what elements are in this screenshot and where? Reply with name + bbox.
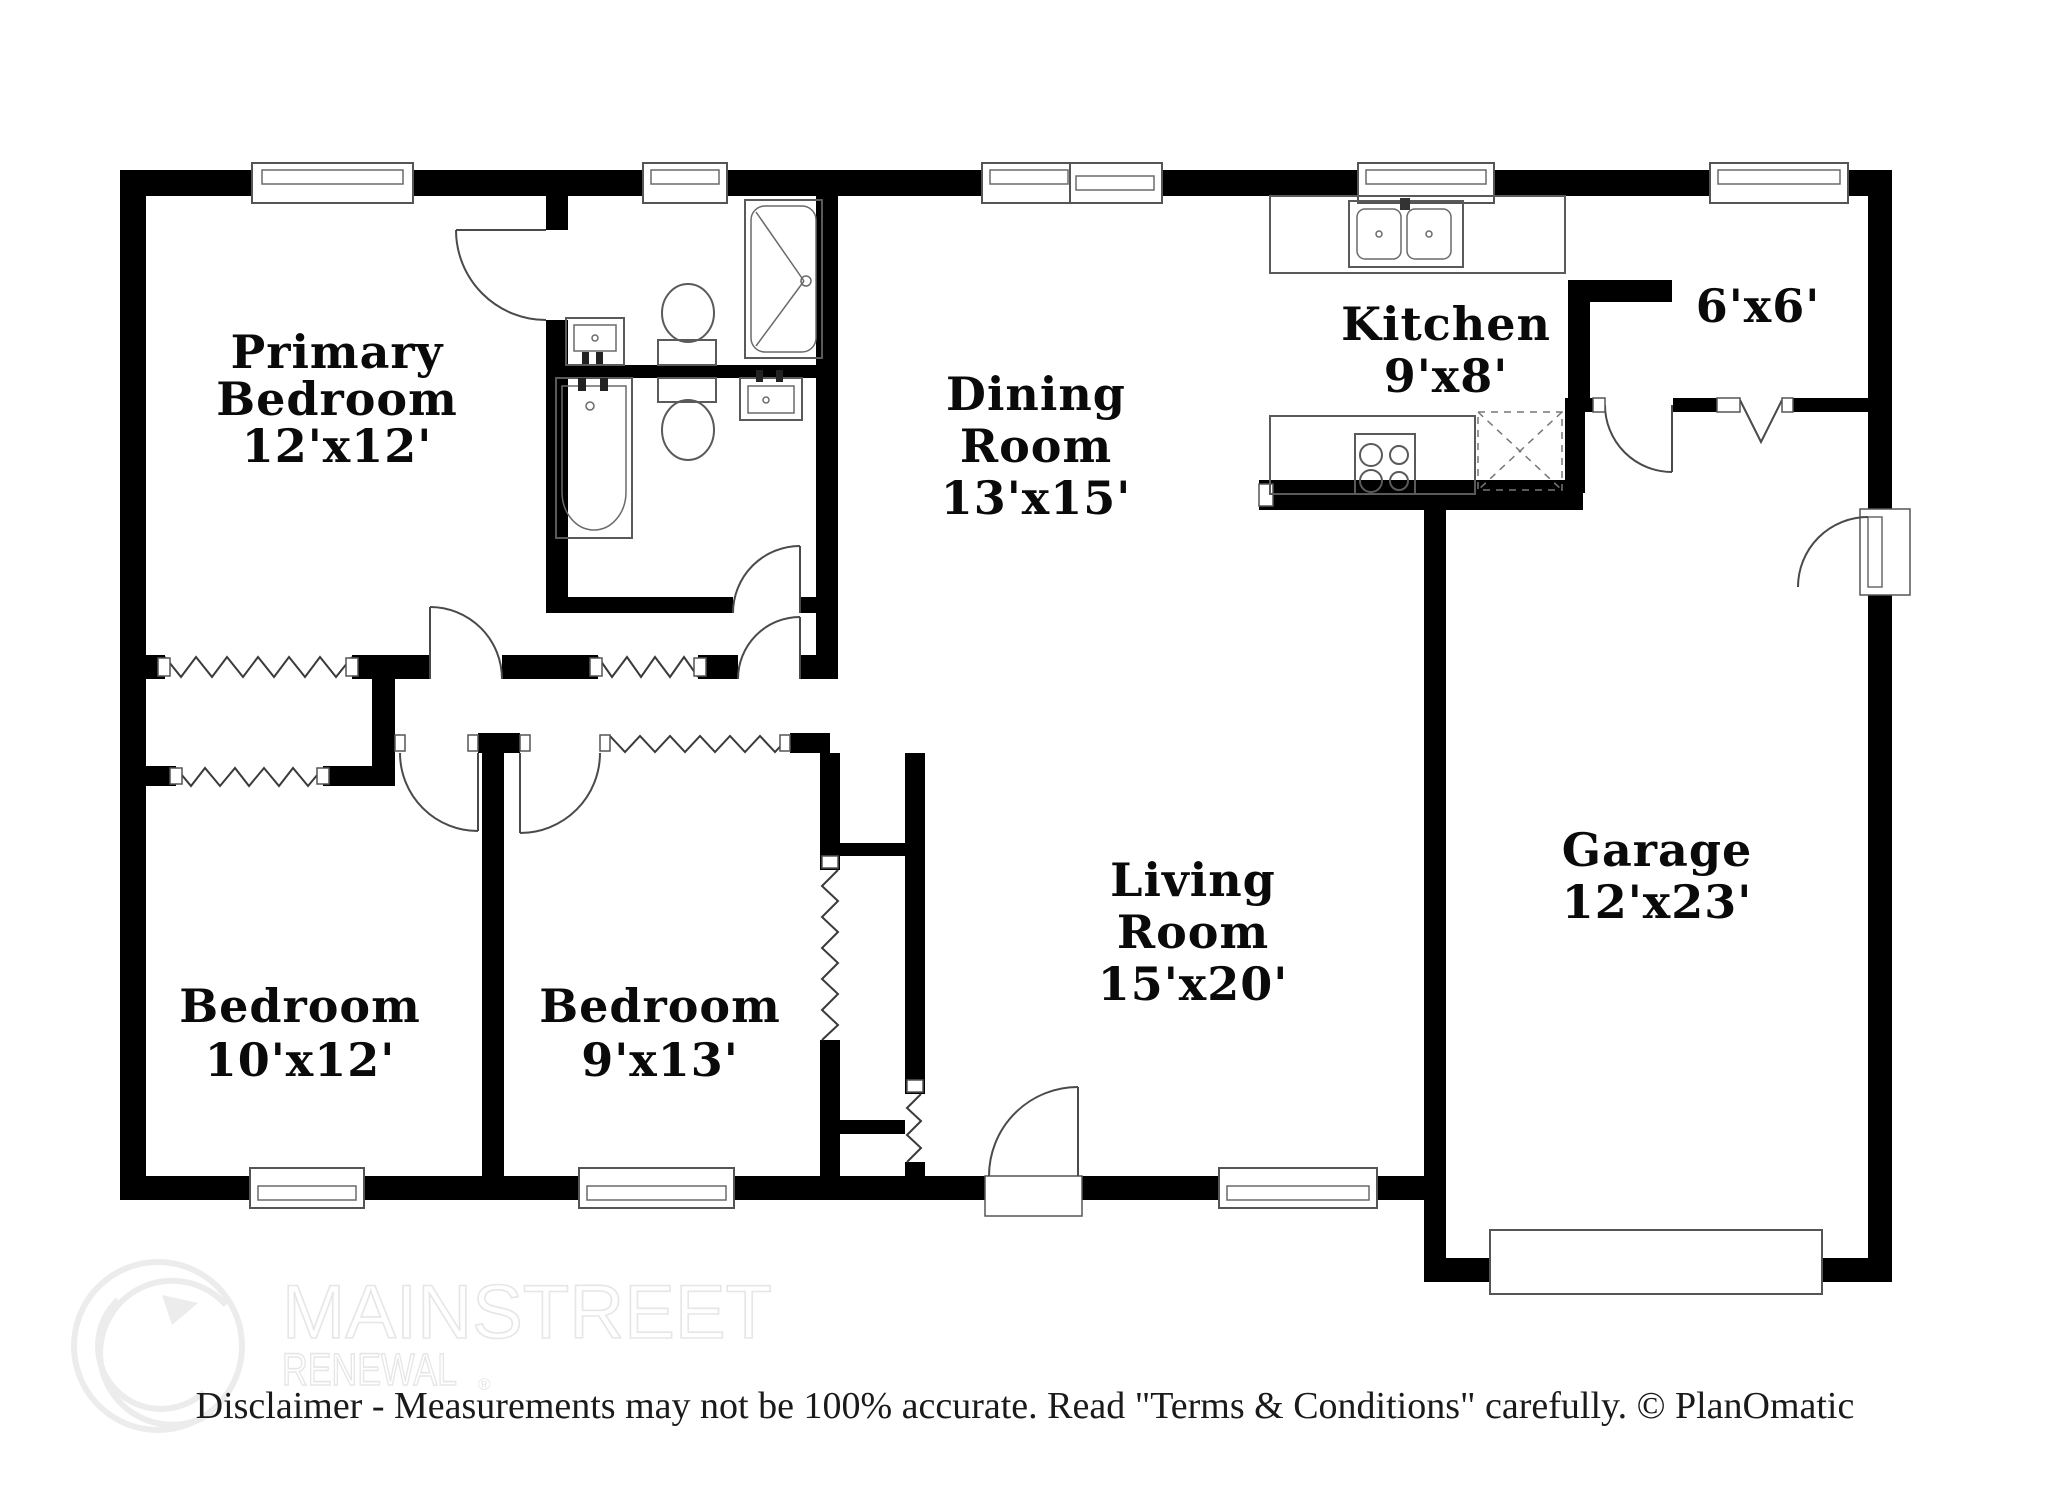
room-label-garage: Garage 12'x23'	[1562, 823, 1753, 929]
door-kitchen-to-garage	[1604, 404, 1673, 473]
window-bedroom-9x13	[578, 1167, 735, 1209]
door-jambs	[157, 397, 1794, 1093]
watermark-logo	[71, 1259, 245, 1433]
kitchen-fixtures	[1269, 195, 1566, 495]
room-label-kitchen: Kitchen 9'x8'	[1341, 297, 1551, 403]
toilet-lower	[657, 377, 717, 461]
bedroom2-closet-zigzag	[609, 734, 791, 754]
room-dimensions: 9'x8'	[1384, 349, 1509, 403]
kitchen-sink	[1348, 198, 1464, 268]
hall-closet-zigzag-left	[820, 869, 840, 1041]
room-name: Living	[1110, 853, 1276, 907]
room-label-bedroom-10x12: Bedroom 10'x12'	[179, 979, 421, 1087]
exterior-walls	[120, 170, 1892, 1282]
room-dimensions: 13'x15'	[941, 471, 1132, 525]
window-primary-bedroom	[251, 162, 414, 204]
primary-closet-zigzag	[164, 655, 353, 679]
dishwasher-icon	[1477, 411, 1563, 491]
bedroom1-closet-zigzag	[175, 766, 324, 788]
room-name: Bedroom	[216, 372, 458, 426]
room-label-closet-6x6: 6'x6'	[1696, 279, 1821, 333]
room-name: Dining	[946, 367, 1126, 421]
bathtub-icon	[555, 377, 633, 539]
closet-accordion-doors	[164, 655, 923, 1163]
kitchen-counter-top	[1269, 195, 1566, 274]
shower-icon	[744, 199, 823, 359]
door-primary-bedroom	[429, 606, 503, 680]
watermark-brand-line2: RENEWAL	[282, 1344, 457, 1395]
door-bath-hall	[737, 616, 801, 680]
watermark-brand-line1: MAINSTREET	[282, 1270, 772, 1355]
toilet-upper	[657, 283, 717, 366]
watermark-registered-icon: ®	[478, 1375, 491, 1394]
room-name: Primary	[231, 325, 444, 379]
room-name: Bedroom	[179, 979, 421, 1033]
door-second-bathroom	[732, 545, 801, 614]
hall-linen-zigzag	[597, 655, 699, 679]
bifold-closet-door	[1739, 399, 1783, 445]
room-dimensions: 9'x13'	[581, 1033, 739, 1087]
room-label-dining-room: Dining Room 13'x15'	[941, 367, 1132, 525]
room-label-primary-bedroom: Primary Bedroom 12'x12'	[216, 325, 458, 473]
room-name: Kitchen	[1341, 297, 1551, 351]
entry-closet-zigzag	[905, 1093, 923, 1163]
door-bedroom-9x13	[519, 752, 601, 834]
vanity-sink-upper	[565, 317, 625, 366]
room-dimensions: 10'x12'	[205, 1033, 396, 1087]
garage-door	[1489, 1229, 1823, 1295]
room-dimensions: 12'x12'	[242, 419, 433, 473]
room-dimensions: 6'x6'	[1696, 279, 1821, 333]
room-name: Room	[1117, 905, 1269, 959]
window-bathroom	[642, 162, 728, 204]
window-dining-room	[981, 162, 1163, 204]
doors	[399, 229, 1911, 1217]
front-door	[984, 1086, 1083, 1217]
disclaimer-text: Disclaimer - Measurements may not be 100…	[196, 1385, 1855, 1427]
room-name: Garage	[1562, 823, 1753, 877]
window-bedroom-10x12	[249, 1167, 365, 1209]
door-primary-bathroom	[455, 229, 547, 321]
room-label-living-room: Living Room 15'x20'	[1098, 853, 1289, 1011]
door-bedroom-10x12	[399, 752, 479, 832]
window-living-room	[1218, 1167, 1378, 1209]
room-name: Bedroom	[539, 979, 781, 1033]
room-dimensions: 12'x23'	[1562, 875, 1753, 929]
side-entry-door	[1797, 508, 1911, 596]
vanity-sink-lower	[739, 370, 803, 421]
room-dimensions: 15'x20'	[1098, 957, 1289, 1011]
window-closet-6x6	[1709, 162, 1849, 204]
room-label-bedroom-9x13: Bedroom 9'x13'	[539, 979, 781, 1087]
bathroom-fixtures	[555, 199, 823, 539]
stove-icon	[1354, 433, 1416, 495]
room-name: Room	[960, 419, 1112, 473]
